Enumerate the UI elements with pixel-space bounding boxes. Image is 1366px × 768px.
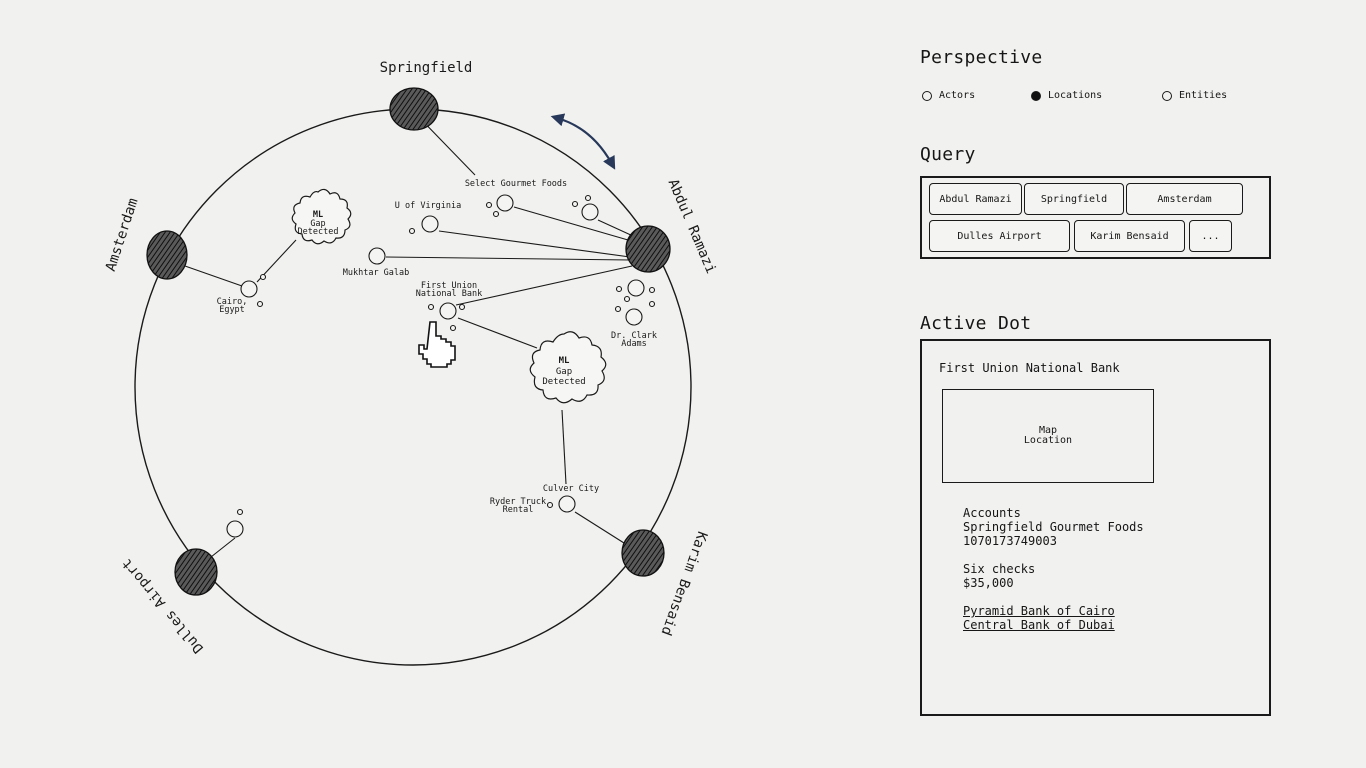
- link-pyramid-bank-of-cairo[interactable]: Pyramid Bank of Cairo: [963, 604, 1115, 618]
- node-dot[interactable]: [648, 300, 656, 308]
- alert-line2: Detected: [298, 227, 339, 237]
- node-culver-city[interactable]: [558, 495, 576, 513]
- checks-amount: $35,000: [963, 576, 1014, 590]
- node-dot[interactable]: [571, 200, 579, 208]
- active-dot-panel: First Union National Bank Map Location A…: [920, 339, 1271, 716]
- location-ring: [134, 108, 692, 666]
- radio-indicator: [1162, 90, 1172, 101]
- control-panel: Perspective Actors Locations Entities Qu…: [920, 0, 1272, 768]
- label-first-union-line2: National Bank: [416, 289, 483, 299]
- alert-line2: Detected: [542, 377, 585, 387]
- label-cairo-line1: Cairo,: [217, 297, 248, 307]
- rotate-arrow-icon[interactable]: [550, 113, 616, 170]
- node-dot[interactable]: [546, 501, 554, 509]
- perspective-title: Perspective: [920, 47, 1043, 68]
- node-first-union-national-bank[interactable]: [439, 302, 457, 320]
- account-number: 1070173749003: [963, 534, 1057, 548]
- radio-indicator: [922, 90, 932, 101]
- ml-gap-alert[interactable]: ML Gap Detected: [291, 188, 352, 245]
- radio-locations[interactable]: Locations: [1031, 90, 1102, 101]
- query-title: Query: [920, 144, 976, 165]
- pointer-hand-icon: [418, 321, 456, 368]
- link-central-bank-of-dubai[interactable]: Central Bank of Dubai: [963, 618, 1115, 632]
- node-dot[interactable]: [449, 324, 457, 332]
- radio-entities[interactable]: Entities: [1162, 90, 1227, 101]
- label-dr-clark-line2: Adams: [621, 339, 647, 349]
- label-ryder-line1: Ryder Truck: [490, 497, 546, 507]
- hub-label-springfield: Springfield: [380, 60, 473, 76]
- alert-ml: ML: [559, 356, 570, 366]
- checks-label: Six checks: [963, 562, 1036, 576]
- label-select-gourmet-foods: Select Gourmet Foods: [465, 179, 567, 189]
- node-dot[interactable]: [492, 210, 500, 218]
- map-line2: Location: [1023, 435, 1073, 446]
- alert-ml: ML: [313, 210, 323, 220]
- node-dot[interactable]: [581, 203, 599, 221]
- radio-label: Locations: [1048, 90, 1103, 101]
- map-line1: Map: [1038, 425, 1058, 436]
- label-culver-city: Culver City: [543, 484, 599, 494]
- query-chip-more[interactable]: ...: [1189, 220, 1232, 252]
- node-cairo-egypt[interactable]: [240, 280, 258, 298]
- ml-gap-alert[interactable]: ML Gap Detected: [529, 331, 607, 404]
- checks-section: Six checks $35,000: [963, 562, 1035, 590]
- accounts-label: Accounts: [963, 506, 1021, 520]
- account-name: Springfield Gourmet Foods: [963, 520, 1144, 534]
- label-ryder-line2: Rental: [503, 505, 534, 515]
- node-dot[interactable]: [648, 286, 656, 294]
- node-u-of-virginia[interactable]: [421, 215, 439, 233]
- label-u-of-virginia: U of Virginia: [395, 201, 462, 211]
- node-dr-clark-adams[interactable]: [625, 308, 643, 326]
- node-dot[interactable]: [584, 194, 592, 202]
- node-dot[interactable]: [226, 520, 244, 538]
- node-dot[interactable]: [623, 295, 631, 303]
- node-dot[interactable]: [236, 508, 244, 516]
- node-dot[interactable]: [256, 300, 264, 308]
- radio-indicator: [1031, 90, 1041, 101]
- radio-label: Actors: [939, 90, 976, 101]
- node-dot[interactable]: [614, 305, 622, 313]
- query-chip-abdul-ramazi[interactable]: Abdul Ramazi: [929, 183, 1022, 215]
- map-location-placeholder[interactable]: Map Location: [942, 389, 1154, 483]
- label-mukhtar-galab: Mukhtar Galab: [343, 268, 410, 278]
- node-dot[interactable]: [259, 273, 267, 281]
- node-mukhtar-galab[interactable]: [368, 247, 386, 265]
- location-network-graph[interactable]: Springfield Abdul Ramazi Amsterdam Dulle…: [0, 0, 880, 768]
- label-cairo-line2: Egypt: [219, 305, 245, 315]
- connection-lines: [184, 109, 634, 558]
- related-links: Pyramid Bank of Cairo Central Bank of Du…: [963, 604, 1115, 632]
- hub-label-amsterdam: Amsterdam: [103, 196, 142, 273]
- label-first-union-line1: First Union: [421, 281, 477, 291]
- query-chip-dulles-airport[interactable]: Dulles Airport: [929, 220, 1070, 252]
- node-dot[interactable]: [627, 279, 645, 297]
- hub-label-abdul-ramazi: Abdul Ramazi: [665, 177, 719, 276]
- hub-amsterdam[interactable]: Amsterdam: [103, 196, 188, 280]
- hub-karim-bensaid[interactable]: Karim Bensaid: [621, 529, 711, 638]
- node-dot[interactable]: [408, 227, 416, 235]
- node-dot[interactable]: [615, 285, 623, 293]
- label-dr-clark-line1: Dr. Clark: [611, 331, 657, 341]
- query-chip-karim-bensaid[interactable]: Karim Bensaid: [1074, 220, 1185, 252]
- query-chip-springfield[interactable]: Springfield: [1024, 183, 1124, 215]
- node-dot[interactable]: [485, 201, 493, 209]
- node-dot[interactable]: [458, 303, 466, 311]
- hub-dulles-airport[interactable]: Dulles Airport: [119, 548, 218, 656]
- radio-label: Entities: [1179, 90, 1228, 101]
- perspective-options: Actors Locations Entities: [920, 90, 1272, 104]
- alert-line1: Gap: [310, 219, 325, 229]
- node-dot[interactable]: [427, 303, 435, 311]
- active-dot-name: First Union National Bank: [939, 361, 1120, 375]
- alert-line1: Gap: [556, 367, 572, 377]
- active-dot-title: Active Dot: [920, 313, 1032, 334]
- query-box: Abdul Ramazi Springfield Amsterdam Dulle…: [920, 176, 1271, 259]
- accounts-section: Accounts Springfield Gourmet Foods 10701…: [963, 506, 1144, 548]
- hub-label-karim-bensaid: Karim Bensaid: [658, 529, 711, 637]
- hub-springfield[interactable]: Springfield: [380, 60, 473, 131]
- query-chip-amsterdam[interactable]: Amsterdam: [1126, 183, 1243, 215]
- node-select-gourmet-foods[interactable]: [496, 194, 514, 212]
- radio-actors[interactable]: Actors: [922, 90, 975, 101]
